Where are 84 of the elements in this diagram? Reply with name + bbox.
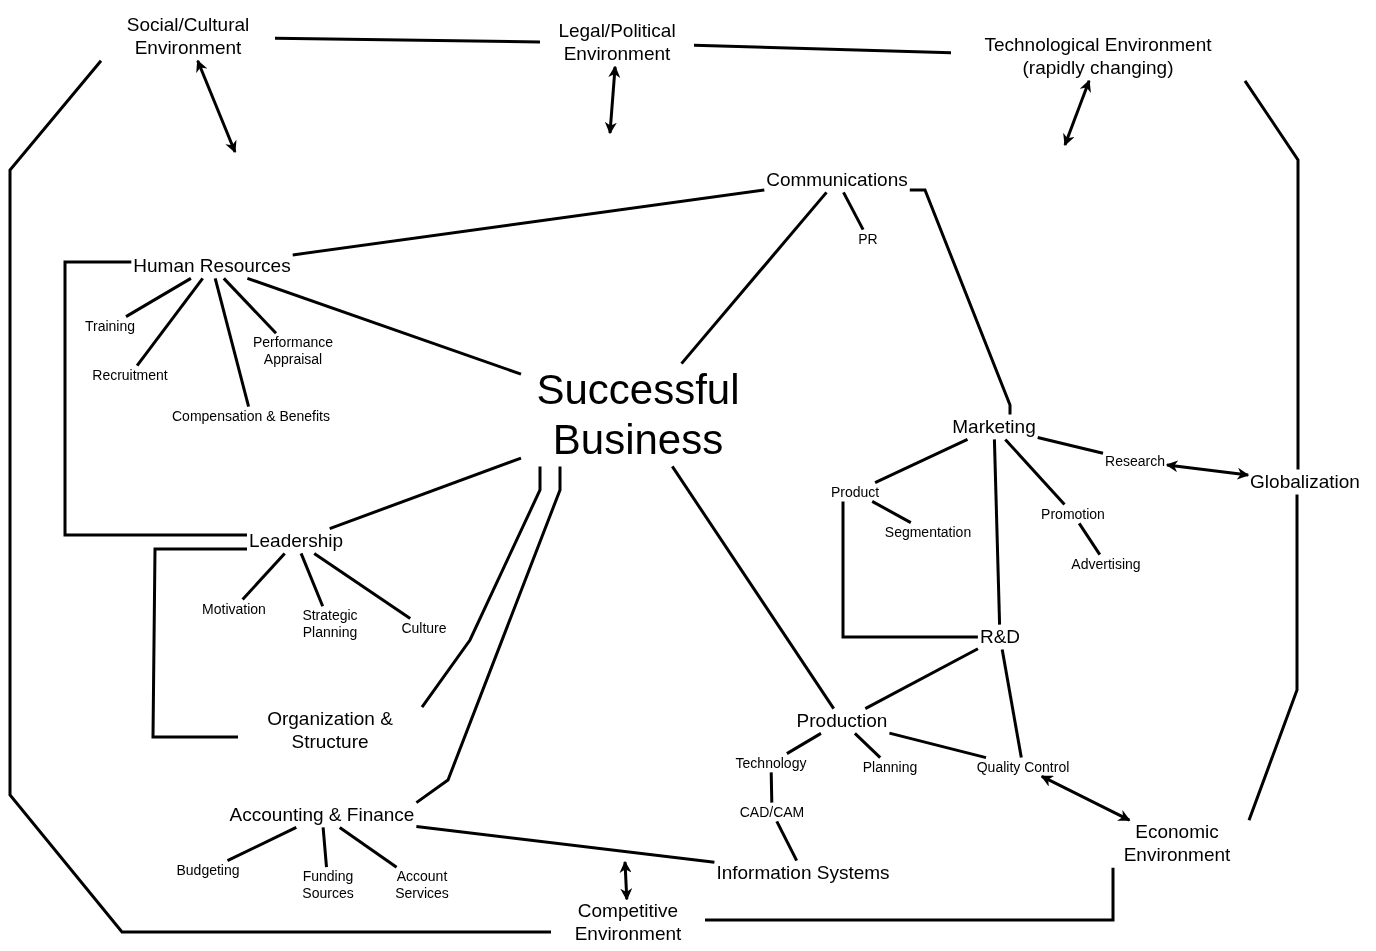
connector-line bbox=[853, 732, 882, 759]
connector-line bbox=[213, 278, 251, 407]
connector-line bbox=[151, 547, 247, 739]
connector-line bbox=[1247, 494, 1299, 821]
connector-line bbox=[125, 277, 192, 318]
topic-label: Information Systems bbox=[714, 860, 892, 886]
connector-line bbox=[680, 191, 828, 365]
connector-line bbox=[1037, 436, 1104, 455]
environment-label: Economic Environment bbox=[1105, 820, 1249, 868]
connector-line bbox=[889, 731, 987, 760]
double-arrow bbox=[1063, 79, 1091, 147]
connector-line bbox=[871, 500, 912, 524]
environment-label: Competitive Environment bbox=[551, 899, 705, 947]
environment-label: Technological Environment (rapidly changing) bbox=[951, 33, 1245, 81]
connector-line bbox=[786, 732, 822, 755]
topic-label: Marketing bbox=[950, 414, 1038, 440]
topic-label: Globalization bbox=[1248, 469, 1362, 495]
subtopic-label: Advertising bbox=[1069, 554, 1143, 574]
subtopic-label: Technology bbox=[733, 753, 809, 773]
topic-label: Production bbox=[794, 708, 890, 734]
connector-line bbox=[841, 501, 978, 639]
connector-line bbox=[1077, 522, 1102, 556]
topic-label: Leadership bbox=[247, 528, 345, 554]
connector-line bbox=[671, 465, 835, 710]
subtopic-label: Training bbox=[82, 316, 138, 336]
subtopic-label: Segmentation bbox=[882, 522, 974, 542]
connector-line bbox=[705, 867, 1115, 922]
connector-line bbox=[8, 59, 551, 934]
connector-line bbox=[420, 466, 542, 709]
topic-label: Organization & Structure bbox=[238, 707, 422, 755]
topic-label: R&D bbox=[977, 624, 1023, 650]
connector-line bbox=[1004, 438, 1066, 506]
subtopic-label: Planning bbox=[860, 757, 920, 777]
double-arrow bbox=[1165, 460, 1250, 480]
subtopic-label: Promotion bbox=[1039, 504, 1107, 524]
connector-line bbox=[222, 277, 278, 335]
subtopic-label: Compensation & Benefits bbox=[169, 406, 333, 426]
connector-line bbox=[246, 277, 522, 376]
connector-line bbox=[241, 552, 286, 601]
connector-line bbox=[135, 277, 204, 367]
environment-label: Legal/Political Environment bbox=[540, 19, 694, 67]
connector-line bbox=[842, 191, 865, 231]
subtopic-label: CAD/CAM bbox=[737, 802, 807, 822]
double-arrow bbox=[604, 65, 621, 135]
connector-line bbox=[274, 36, 541, 44]
connector-line bbox=[1243, 79, 1300, 470]
topic-label: Communications bbox=[764, 167, 910, 193]
connector-line bbox=[775, 820, 799, 862]
connector-line bbox=[416, 824, 715, 864]
subtopic-label: Quality Control bbox=[974, 757, 1072, 777]
connector-line bbox=[329, 456, 522, 530]
subtopic-label: Budgeting bbox=[174, 860, 242, 880]
connector-line bbox=[292, 188, 765, 257]
connector-line bbox=[909, 188, 1012, 415]
subtopic-label: Funding Sources bbox=[286, 867, 370, 903]
subtopic-label: PR bbox=[856, 229, 880, 249]
subtopic-label: Performance Appraisal bbox=[231, 333, 355, 369]
connector-line bbox=[992, 439, 1002, 625]
subtopic-label: Culture bbox=[399, 618, 449, 638]
connector-line bbox=[415, 466, 562, 804]
topic-label: Accounting & Finance bbox=[227, 802, 417, 828]
connector-line bbox=[338, 826, 398, 869]
connector-line bbox=[1000, 649, 1023, 758]
double-arrow bbox=[196, 59, 237, 154]
connector-line bbox=[63, 260, 247, 537]
connector-line bbox=[769, 772, 774, 803]
connector-line bbox=[313, 552, 412, 620]
subtopic-label: Strategic Planning bbox=[288, 606, 372, 642]
connector-line bbox=[874, 438, 969, 484]
subtopic-label: Account Services bbox=[380, 867, 464, 903]
topic-label: Human Resources bbox=[131, 253, 293, 279]
connector-line bbox=[299, 552, 325, 607]
central-topic-label: Successful Business bbox=[521, 363, 755, 467]
subtopic-label: Research bbox=[1103, 451, 1167, 471]
environment-label: Social/Cultural Environment bbox=[101, 13, 275, 61]
connector-line bbox=[693, 43, 952, 55]
double-arrow bbox=[1040, 775, 1131, 822]
subtopic-label: Recruitment bbox=[90, 365, 170, 385]
connector-line bbox=[864, 647, 979, 710]
connector-line bbox=[226, 826, 297, 862]
double-arrow bbox=[619, 860, 633, 901]
connector-line bbox=[321, 827, 328, 868]
subtopic-label: Motivation bbox=[200, 599, 268, 619]
subtopic-label: Product bbox=[828, 482, 882, 502]
